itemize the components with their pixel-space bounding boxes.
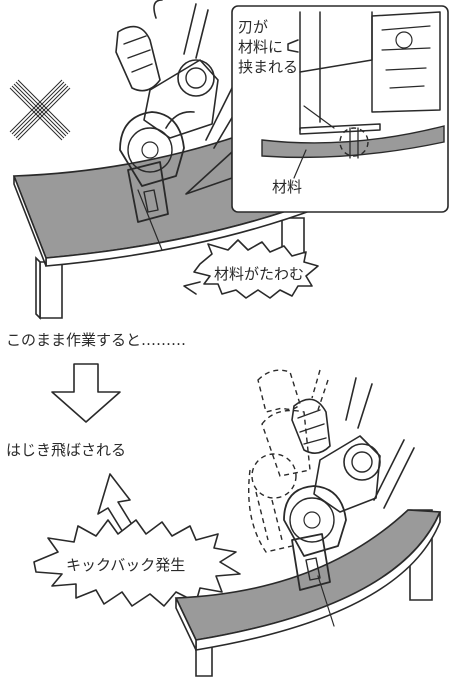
label-blade-pinched-3: 挟まれる [238,58,298,76]
bubble-material-bends [183,239,319,299]
text-thrown-back: はじき飛ばされる [6,441,126,459]
bottom-ghost-saw [248,369,329,553]
bottom-circular-saw [283,377,415,591]
bubble-text-material-bends: 材料がたわむ [214,265,304,283]
kickback-burst [33,519,241,607]
label-blade-pinched-1: 刃が [238,18,268,36]
bottom-bent-board [174,509,442,677]
burst-text-kickback: キックバック発生 [66,556,185,574]
prohibited-x-mark [9,79,71,141]
top-circular-saw [115,0,247,223]
label-blade-pinched-2: 材料に [238,38,283,56]
inset-detail-box [231,5,449,213]
text-continue-working: このまま作業すると……… [6,331,186,349]
label-material: 材料 [272,178,302,196]
down-arrow-icon [51,363,121,423]
